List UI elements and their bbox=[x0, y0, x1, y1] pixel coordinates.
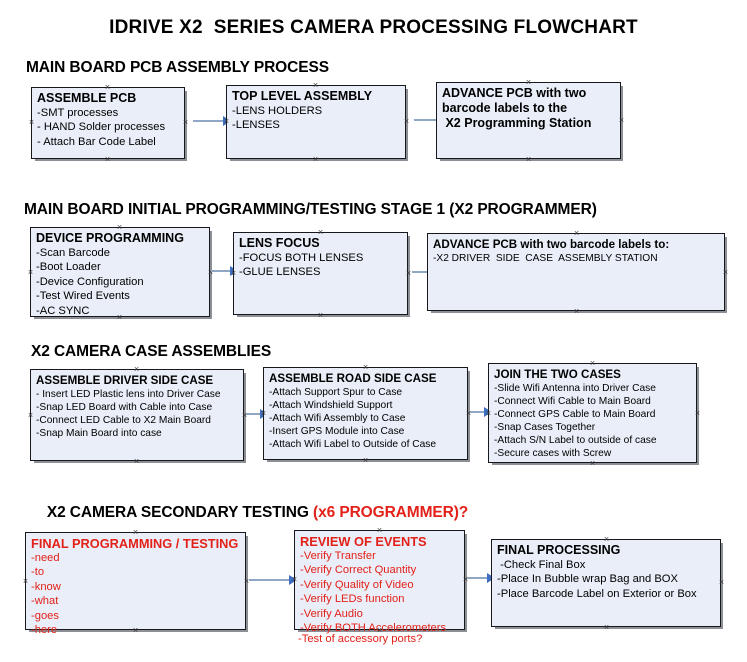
node-line: -Attach Windshield Support bbox=[269, 400, 393, 411]
connector-shaft bbox=[470, 411, 485, 413]
node-final-programming-testing[interactable]: FINAL PROGRAMMING / TESTING -need -to -k… bbox=[25, 532, 246, 636]
node-title: TOP LEVEL ASSEMBLY bbox=[232, 89, 373, 103]
node-assemble-pcb[interactable]: ASSEMBLE PCB -SMT processes - HAND Solde… bbox=[31, 87, 185, 159]
node-line: -Scan Barcode bbox=[36, 247, 111, 259]
node-line: -SMT processes bbox=[37, 107, 119, 119]
node-line: -GLUE LENSES bbox=[239, 266, 321, 279]
node-lens-focus[interactable]: LENS FOCUS -FOCUS BOTH LENSES -GLUE LENS… bbox=[233, 232, 408, 315]
node-title: ASSEMBLE DRIVER SIDE CASE bbox=[36, 374, 214, 387]
node-line: -Slide Wifi Antenna into Driver Case bbox=[494, 383, 656, 394]
node-line: -Secure cases with Screw bbox=[494, 448, 612, 459]
node-line: -LENSES bbox=[232, 119, 280, 132]
node-title: REVIEW OF EVENTS bbox=[300, 534, 427, 549]
node-line: -need bbox=[31, 552, 60, 564]
section-heading-initial-programming: MAIN BOARD INITIAL PROGRAMMING/TESTING S… bbox=[24, 201, 597, 218]
node-title: JOIN THE TWO CASES bbox=[494, 368, 621, 381]
node-review-of-events[interactable]: REVIEW OF EVENTS -Verify Transfer -Verif… bbox=[294, 530, 465, 634]
connector-shaft bbox=[211, 270, 231, 272]
node-top-level-assembly[interactable]: TOP LEVEL ASSEMBLY -LENS HOLDERS -LENSES bbox=[226, 85, 406, 159]
connector-shaft bbox=[249, 579, 290, 581]
node-line: -Verify Transfer bbox=[300, 550, 376, 562]
node-advance-pcb-programming-station[interactable]: ADVANCE PCB with two barcode labels to t… bbox=[436, 82, 621, 159]
node-line: -Place In Bubble wrap Bag and BOX bbox=[497, 573, 678, 586]
node-line: -know bbox=[31, 580, 61, 593]
node-line: -here bbox=[31, 624, 58, 637]
connector-shaft bbox=[467, 577, 488, 579]
node-line: -Attach Support Spur to Case bbox=[269, 387, 403, 398]
node-line: -Insert GPS Module into Case bbox=[269, 426, 405, 437]
node-line: -what bbox=[31, 595, 59, 608]
node-line: -Verify LEDs function bbox=[300, 593, 405, 606]
node-overflow-line: -Test of accessory ports? bbox=[298, 633, 423, 645]
node-line: -Place Barcode Label on Exterior or Box bbox=[497, 587, 697, 600]
node-line: -Attach Wifi Assembly to Case bbox=[269, 413, 406, 424]
node-line: -Snap Cases Together bbox=[494, 422, 596, 433]
section-heading-text: X2 CAMERA SECONDARY TESTING bbox=[46, 504, 314, 521]
node-title: ASSEMBLE PCB bbox=[37, 91, 137, 105]
node-line: -Connect Wifi Cable to Main Board bbox=[494, 396, 651, 407]
node-line: X2 Programming Station bbox=[442, 116, 592, 130]
node-line: barcode labels to the bbox=[442, 101, 568, 115]
node-title: DEVICE PROGRAMMING bbox=[36, 231, 184, 245]
node-line: - HAND Solder processes bbox=[37, 121, 166, 134]
section-heading-case-assemblies: X2 CAMERA CASE ASSEMBLIES bbox=[31, 343, 272, 360]
node-title: LENS FOCUS bbox=[239, 236, 320, 250]
node-line: -Boot Loader bbox=[36, 261, 101, 274]
node-advance-pcb-driver-side[interactable]: ADVANCE PCB with two barcode labels to: … bbox=[427, 233, 725, 311]
node-assemble-road-side-case[interactable]: ASSEMBLE ROAD SIDE CASE -Attach Support … bbox=[263, 367, 468, 460]
node-line: -Verify Correct Quantity bbox=[300, 564, 417, 577]
node-title: FINAL PROGRAMMING / TESTING bbox=[31, 536, 239, 551]
node-line: - Insert LED Plastic lens into Driver Ca… bbox=[36, 389, 221, 400]
node-assemble-driver-side-case[interactable]: ASSEMBLE DRIVER SIDE CASE - Insert LED P… bbox=[30, 369, 244, 461]
connector-shaft bbox=[246, 413, 261, 415]
node-line: -Snap LED Board with Cable into Case bbox=[36, 402, 213, 413]
node-title: ADVANCE PCB with two bbox=[442, 86, 587, 100]
node-line: -Connect GPS Cable to Main Board bbox=[494, 409, 656, 420]
node-line: -Check Final Box bbox=[497, 559, 586, 571]
node-line: -LENS HOLDERS bbox=[232, 105, 323, 117]
node-line: -Verify Quality of Video bbox=[300, 578, 414, 591]
connector-shaft bbox=[414, 119, 444, 121]
node-line: -Attach S/N Label to outside of case bbox=[494, 435, 657, 446]
node-line: -Verify BOTH Accelerometers bbox=[300, 622, 447, 635]
section-heading-pcb-assembly: MAIN BOARD PCB ASSEMBLY PROCESS bbox=[26, 59, 329, 76]
node-line: -to bbox=[31, 566, 45, 579]
node-line: - Attach Bar Code Label bbox=[37, 135, 156, 148]
node-line: -AC SYNC bbox=[36, 304, 90, 317]
node-join-the-two-cases[interactable]: JOIN THE TWO CASES -Slide Wifi Antenna i… bbox=[488, 363, 697, 463]
node-title: ADVANCE PCB with two barcode labels to: bbox=[433, 238, 670, 251]
section-heading-suffix: (x6 PROGRAMMER)? bbox=[313, 504, 469, 521]
node-title: ASSEMBLE ROAD SIDE CASE bbox=[269, 372, 437, 385]
node-line: -Verify Audio bbox=[300, 607, 363, 620]
node-title: FINAL PROCESSING bbox=[497, 543, 621, 557]
node-line: -X2 DRIVER SIDE CASE ASSEMBLY STATION bbox=[433, 253, 658, 264]
connector-final-programming-to-review-events bbox=[249, 575, 297, 585]
node-line: -goes bbox=[31, 609, 59, 622]
connector-shaft bbox=[193, 120, 224, 122]
node-line: -Device Configuration bbox=[36, 275, 144, 288]
section-heading-secondary-testing: X2 CAMERA SECONDARY TESTING (x6 PROGRAMM… bbox=[30, 486, 468, 540]
document-title: IDRIVE X2 SERIES CAMERA PROCESSING FLOWC… bbox=[109, 17, 638, 38]
node-line: -Connect LED Cable to X2 Main Board bbox=[36, 415, 211, 426]
node-line: -FOCUS BOTH LENSES bbox=[239, 252, 364, 264]
node-line: -Snap Main Board into case bbox=[36, 428, 162, 439]
node-line: -Test Wired Events bbox=[36, 290, 130, 303]
node-final-processing[interactable]: FINAL PROCESSING -Check Final Box -Place… bbox=[491, 539, 721, 627]
connector-shaft bbox=[412, 271, 429, 273]
arrow-head-icon bbox=[289, 575, 297, 585]
node-device-programming[interactable]: DEVICE PROGRAMMING -Scan Barcode -Boot L… bbox=[30, 227, 210, 317]
node-line: -Attach Wifi Label to Outside of Case bbox=[269, 439, 437, 450]
